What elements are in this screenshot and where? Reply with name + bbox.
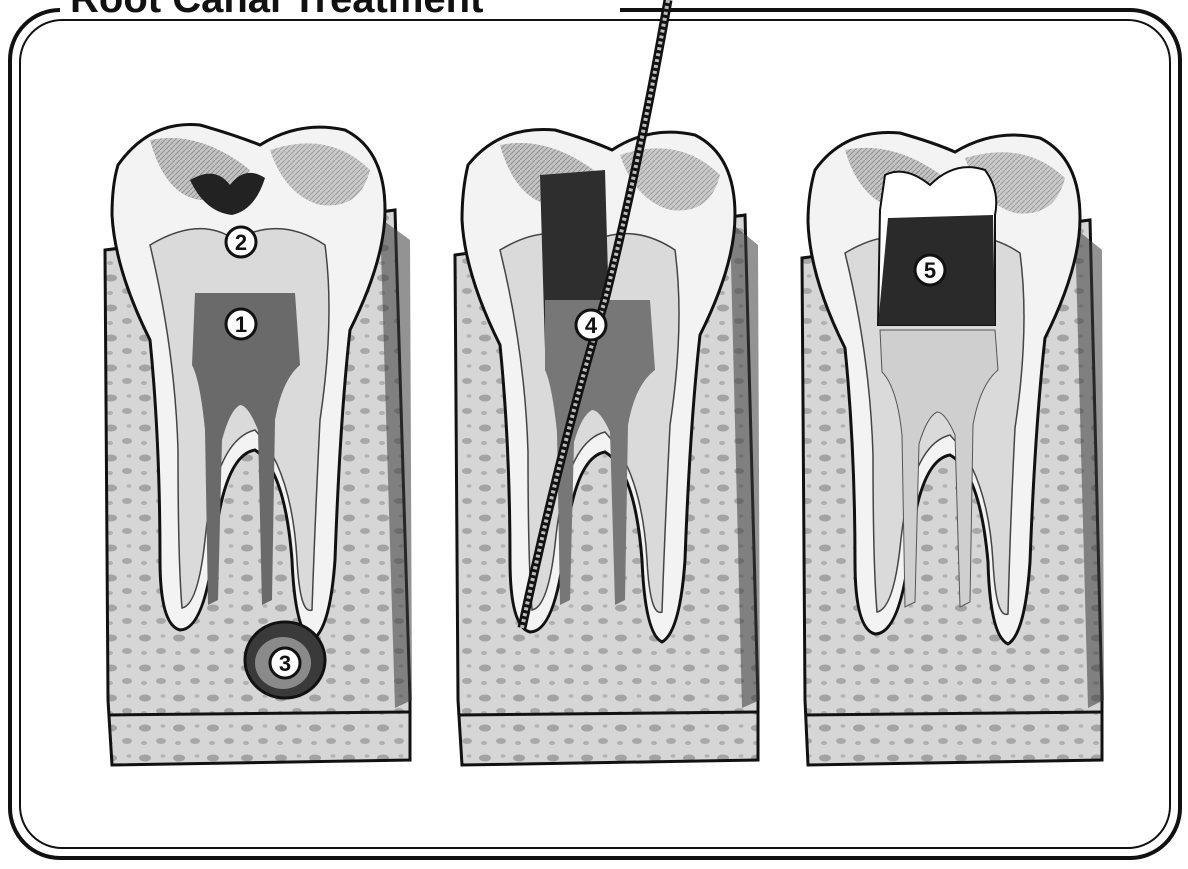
tooth-1 <box>105 125 412 766</box>
marker-3: 3 <box>270 648 300 678</box>
marker-4: 4 <box>576 310 606 340</box>
svg-text:4: 4 <box>585 313 598 338</box>
marker-1: 1 <box>226 309 256 339</box>
tooth-3 <box>802 132 1104 765</box>
svg-text:5: 5 <box>924 258 936 283</box>
svg-text:1: 1 <box>235 312 247 337</box>
svg-text:3: 3 <box>279 651 291 676</box>
diagram-title: Root Canal Treatment <box>70 0 483 21</box>
svg-text:2: 2 <box>235 230 247 255</box>
marker-5: 5 <box>915 255 945 285</box>
marker-2: 2 <box>226 227 256 257</box>
